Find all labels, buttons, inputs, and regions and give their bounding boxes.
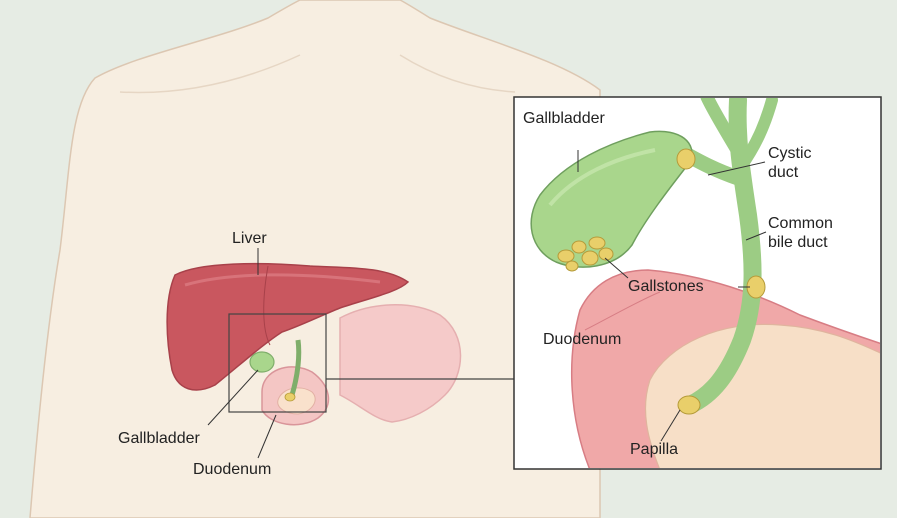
papilla-label: Papilla (630, 441, 678, 458)
small-gallbladder (250, 352, 274, 372)
gallbladder-label: Gallbladder (118, 430, 201, 447)
gallstones-label: Gallstones (628, 278, 704, 295)
inset-gallbladder-label: Gallbladder (523, 110, 606, 127)
gallstone (589, 237, 605, 249)
liver-label: Liver (232, 230, 267, 247)
gallstone (572, 241, 586, 253)
duodenum-label: Duodenum (193, 461, 271, 478)
common-bile-duct-label-line1: Common (768, 215, 833, 232)
gallstone-papilla (678, 396, 700, 414)
gallstone (558, 250, 574, 262)
cystic-duct-label-line2: duct (768, 164, 799, 181)
common-bile-duct-label-line2: bile duct (768, 234, 828, 251)
cystic-duct-label-line1: Cystic (768, 145, 812, 162)
gallstone (599, 248, 613, 260)
gallstone (566, 261, 578, 271)
inset-duodenum-label: Duodenum (543, 331, 621, 348)
small-gallstone (285, 393, 295, 401)
inset-panel: Gallbladder Cystic duct Common bile duct… (514, 97, 885, 470)
gallstone-cystic (677, 149, 695, 169)
gallstone (582, 251, 598, 265)
